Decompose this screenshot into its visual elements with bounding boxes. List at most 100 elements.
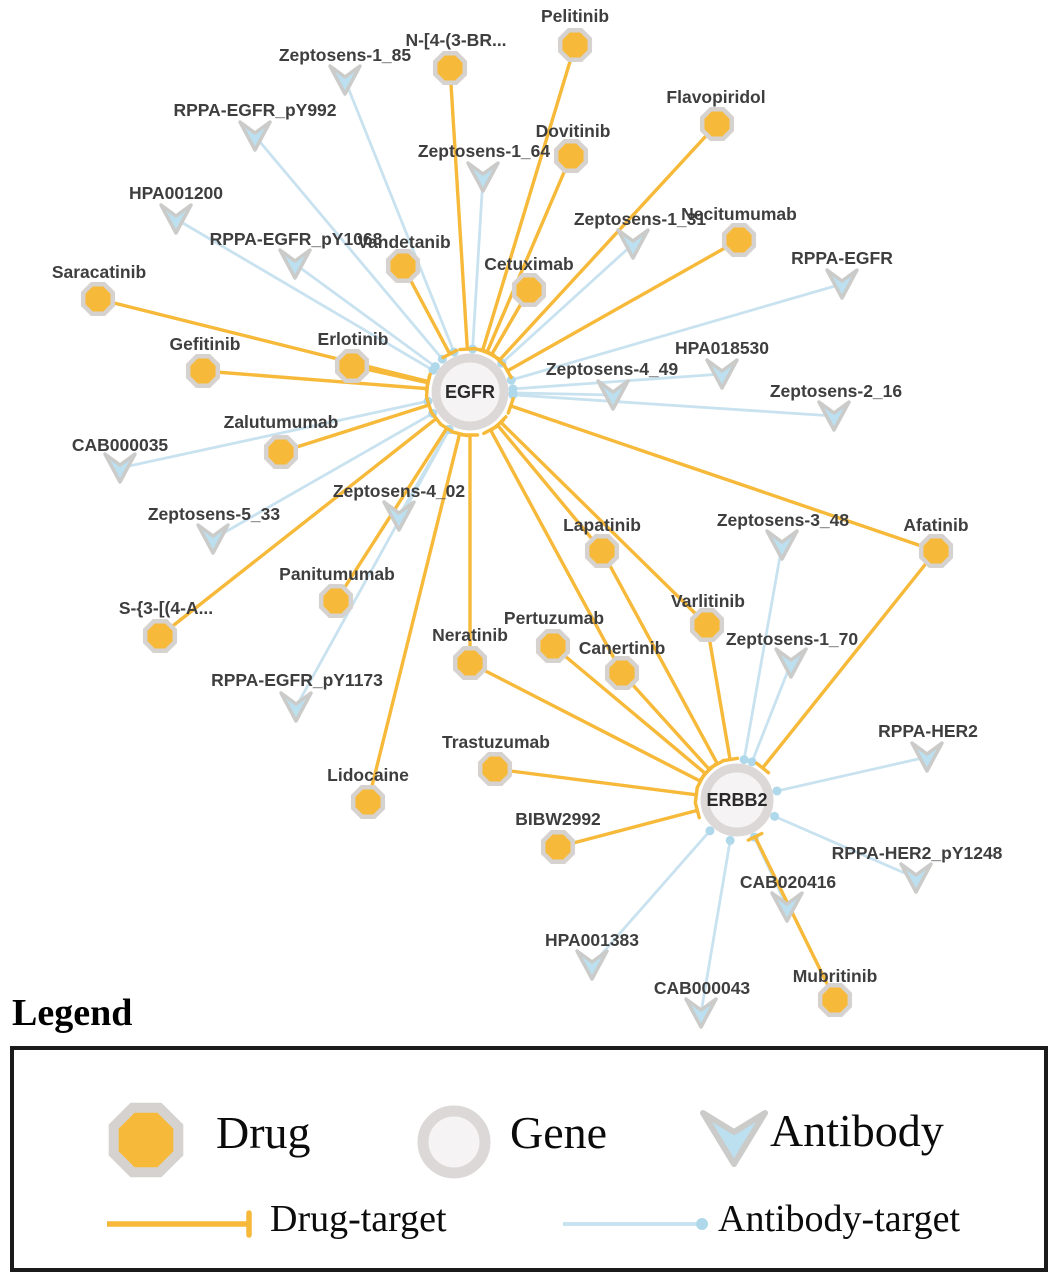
drug-node-n-4-3-br[interactable] <box>432 50 468 86</box>
antibody-edge-dot <box>739 755 749 765</box>
drug-target-edge <box>705 624 732 760</box>
antibody-node-zeptosens-2-16[interactable] <box>817 400 851 432</box>
node-label-zeptosens-4-02: Zeptosens-4_02 <box>333 481 466 501</box>
node-label-zeptosens-2-16: Zeptosens-2_16 <box>770 381 903 401</box>
antibody-target-edge <box>471 176 485 350</box>
antibody-edge-dot <box>725 835 735 845</box>
drug-target-edge <box>496 423 604 553</box>
drug-node-s-3-4-a[interactable] <box>142 618 178 654</box>
antibody-node-zeptosens-5-33[interactable] <box>196 523 230 555</box>
node-label-erlotinib: Erlotinib <box>318 329 389 349</box>
antibody-edge-dot <box>508 390 518 400</box>
node-label-zeptosens-4-49: Zeptosens-4_49 <box>546 359 679 379</box>
drug-node-mubritinib[interactable] <box>817 982 853 1018</box>
antibody-node-cab000035[interactable] <box>103 452 137 484</box>
gene-circle <box>417 1105 491 1179</box>
drug-node-gefitinib[interactable] <box>185 353 221 389</box>
gene-legend-icon <box>417 1105 491 1179</box>
drug-edge-tee <box>502 362 513 380</box>
antibody-target-edge <box>212 412 434 541</box>
antibody-node-rppa-her2-py1248[interactable] <box>899 862 933 894</box>
legend-gene-label: Gene <box>510 1107 608 1158</box>
drug-node-erlotinib[interactable] <box>334 348 370 384</box>
drug-edge-tee <box>699 766 713 782</box>
legend-title: Legend <box>12 992 133 1034</box>
antibody-edge-dot <box>772 786 782 796</box>
antibody-node-rppa-egfr-py992[interactable] <box>238 120 272 152</box>
drug-node-flavopiridol[interactable] <box>699 106 735 142</box>
antibody-node-cab020416[interactable] <box>770 891 804 923</box>
drug-node-bibw2992[interactable] <box>540 829 576 865</box>
antibody-node-hpa001200[interactable] <box>159 203 193 235</box>
antibody-node-rppa-egfr[interactable] <box>825 268 859 300</box>
antibody-node-rppa-egfr-py1068[interactable] <box>278 248 312 280</box>
antibody-node-zeptosens-1-64[interactable] <box>466 161 500 193</box>
drug-node-varlitinib[interactable] <box>689 607 725 643</box>
drug-target-edge <box>469 661 702 783</box>
node-label-cab000035: CAB000035 <box>72 435 169 455</box>
drug-node-lidocaine[interactable] <box>350 784 386 820</box>
drug-node-dovitinib[interactable] <box>553 138 589 174</box>
node-label-necitumumab: Necitumumab <box>681 204 797 224</box>
drug-edge-tee <box>429 411 443 427</box>
antibody-node-hpa001383[interactable] <box>575 949 609 981</box>
antibody-node-zeptosens-3-48[interactable] <box>765 529 799 561</box>
drug-node-pelitinib[interactable] <box>557 27 593 63</box>
antibody-node-hpa018530[interactable] <box>705 358 739 390</box>
drug-target-edge <box>488 429 624 674</box>
drug-target-edge <box>480 44 577 352</box>
antibody-chevron <box>700 1110 768 1167</box>
node-label-zeptosens-1-31: Zeptosens-1_31 <box>574 209 707 229</box>
legend-box: Drug Gene Antibody Drug-target Antibody-… <box>10 1046 1048 1272</box>
drug-node-necitumumab[interactable] <box>721 222 757 258</box>
antibody-node-zeptosens-1-85[interactable] <box>328 64 362 96</box>
gene-node-erbb2[interactable] <box>700 763 774 837</box>
antibody-target-edge <box>774 815 917 880</box>
antibody-node-rppa-her2[interactable] <box>910 741 944 773</box>
node-label-hpa001383: HPA001383 <box>545 930 639 950</box>
antibody-node-zeptosens-1-70[interactable] <box>774 647 808 679</box>
node-label-mubritinib: Mubritinib <box>793 966 878 986</box>
node-label-pelitinib: Pelitinib <box>541 6 609 26</box>
drug-node-panitumumab[interactable] <box>318 583 354 619</box>
node-label-zeptosens-3-48: Zeptosens-3_48 <box>717 510 850 530</box>
antibody-target-edge <box>699 840 732 1014</box>
drug-edge-tee <box>425 396 433 414</box>
node-label-pertuzumab: Pertuzumab <box>504 608 604 628</box>
drug-target-edge <box>510 404 937 553</box>
legend-drug-label: Drug <box>216 1107 311 1158</box>
drug-node-afatinib[interactable] <box>918 533 954 569</box>
drug-target-edge <box>753 836 837 1001</box>
antibody-node-zeptosens-1-31[interactable] <box>616 228 650 260</box>
drug-node-pertuzumab[interactable] <box>535 628 571 664</box>
drug-node-lapatinib[interactable] <box>584 533 620 569</box>
antibody-node-cab000043[interactable] <box>684 997 718 1029</box>
antibody-edges <box>119 79 928 1014</box>
drug-edge-tee <box>441 348 459 360</box>
drug-edge-tee <box>458 346 477 352</box>
antibody-target-edge <box>776 755 928 793</box>
antibody-node-zeptosens-4-49[interactable] <box>596 379 630 411</box>
drug-node-vandetanib[interactable] <box>385 248 421 284</box>
drug-edge-tee <box>483 349 500 361</box>
node-label-rppa-her2: RPPA-HER2 <box>878 721 978 741</box>
antibody-node-zeptosens-4-02[interactable] <box>382 500 416 532</box>
node-label-neratinib: Neratinib <box>432 625 508 645</box>
antibody-edge-dot <box>696 1218 708 1230</box>
drug-node-trastuzumab[interactable] <box>477 751 513 787</box>
gene-node-egfr[interactable] <box>431 353 509 431</box>
antibody-legend-icon <box>700 1110 768 1167</box>
antibody-target-edge <box>512 372 723 391</box>
node-label-cab020416: CAB020416 <box>740 872 837 892</box>
drug-node-zalutumumab[interactable] <box>263 434 299 470</box>
drug-node-neratinib[interactable] <box>452 645 488 681</box>
node-label-gefitinib: Gefitinib <box>170 334 241 354</box>
drug-node-cetuximab[interactable] <box>511 272 547 308</box>
drug-node-saracatinib[interactable] <box>80 281 116 317</box>
nodes <box>80 27 954 1029</box>
node-label-lidocaine: Lidocaine <box>327 765 409 785</box>
antibody-node-rppa-egfr-py1173[interactable] <box>279 691 313 723</box>
drug-node-canertinib[interactable] <box>604 655 640 691</box>
node-label-rppa-egfr: RPPA-EGFR <box>791 248 893 268</box>
drug-edge-tee <box>746 831 764 842</box>
